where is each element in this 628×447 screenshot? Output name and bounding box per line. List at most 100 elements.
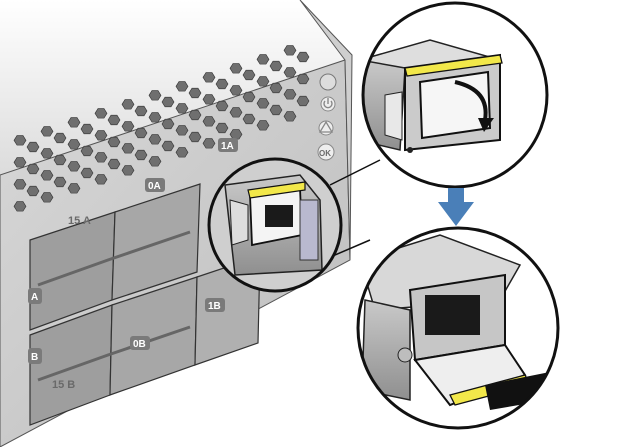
- vent-hole: [67, 183, 81, 194]
- vent-hole: [269, 60, 283, 72]
- vent-hole: [121, 121, 135, 132]
- vent-hole: [242, 91, 256, 103]
- row-label-a: A: [31, 292, 38, 303]
- vent-hole: [13, 179, 27, 190]
- vent-hole: [148, 112, 162, 123]
- vent-hole: [121, 143, 135, 154]
- vent-hole: [296, 51, 310, 63]
- vent-hole: [161, 118, 175, 130]
- chassis-side: [299, 0, 353, 261]
- vent-hole: [215, 100, 229, 112]
- status-icons: OK: [317, 73, 337, 161]
- vent-hole: [94, 130, 108, 141]
- vent-hole: [202, 116, 216, 127]
- vent-hole: [175, 147, 189, 158]
- vent-hole: [107, 136, 121, 148]
- vent-hole: [175, 125, 189, 136]
- vent-hole: [80, 145, 94, 157]
- vent-hole: [229, 129, 243, 140]
- vent-hole: [229, 107, 243, 118]
- vent-hole: [256, 98, 270, 109]
- ok-icon: OK: [317, 143, 335, 161]
- port-label-15a: 15 A: [68, 215, 91, 227]
- callout-circle-pull-out: [356, 226, 560, 430]
- vent-hole: [229, 63, 243, 74]
- vent-hole: [134, 149, 148, 161]
- vent-hole: [269, 82, 283, 94]
- vent-hole: [13, 157, 27, 168]
- port-cage-0a: [111, 183, 201, 301]
- vent-hole: [215, 78, 229, 90]
- port-label-15b: 15 B: [52, 379, 75, 391]
- vent-hole: [40, 192, 54, 203]
- vent-hole: [242, 69, 256, 81]
- vent-hole: [94, 174, 108, 185]
- vent-hole: [26, 163, 40, 175]
- vent-hole: [134, 105, 148, 117]
- vent-hole: [107, 114, 121, 126]
- vent-hole: [13, 201, 27, 212]
- chassis-labels: 1A 0A 15 A A B 1B 0B 15 B: [28, 138, 238, 391]
- vent-hole: [94, 108, 108, 119]
- vent-hole: [67, 139, 81, 150]
- port-label-1b: 1B: [208, 301, 221, 312]
- vent-hole: [40, 148, 54, 159]
- vent-hole: [202, 94, 216, 105]
- vent-hole: [256, 54, 270, 65]
- down-arrow-icon: [438, 188, 474, 226]
- vent-hole: [80, 123, 94, 135]
- vent-hole: [256, 76, 270, 87]
- vent-hole: [67, 161, 81, 172]
- vent-hole: [13, 135, 27, 146]
- vent-hole: [26, 141, 40, 153]
- callout-leader: [329, 159, 381, 186]
- vent-hole: [121, 99, 135, 110]
- port-cages: [29, 183, 261, 426]
- vent-hole: [175, 103, 189, 114]
- vent-hole: [40, 170, 54, 181]
- vent-hole: [148, 90, 162, 101]
- vent-hole: [242, 113, 256, 125]
- vent-hole: [53, 154, 67, 166]
- power-icon: [320, 96, 336, 112]
- vent-hole: [26, 185, 40, 197]
- vent-hole: [134, 127, 148, 139]
- vent-hole: [283, 67, 297, 78]
- vent-hole: [269, 104, 283, 116]
- vent-hole: [161, 96, 175, 108]
- vent-hole: [188, 109, 202, 121]
- vent-hole: [283, 111, 297, 122]
- vent-hole: [229, 85, 243, 96]
- vent-hole: [202, 138, 216, 149]
- vent-hole: [256, 120, 270, 131]
- port-label-0a: 0A: [148, 181, 161, 192]
- vent-hole: [296, 95, 310, 107]
- vent-hole: [148, 134, 162, 145]
- vent-pattern: [13, 45, 310, 212]
- vent-hole: [202, 72, 216, 83]
- vent-hole: [53, 176, 67, 188]
- vent-hole: [121, 165, 135, 176]
- vent-hole: [215, 122, 229, 134]
- vent-hole: [188, 87, 202, 99]
- vent-hole: [53, 132, 67, 144]
- vent-hole: [40, 126, 54, 137]
- vent-hole: [94, 152, 108, 163]
- rail: [37, 325, 191, 382]
- row-label-b: B: [31, 352, 38, 363]
- vent-hole: [188, 131, 202, 143]
- ok-label: OK: [319, 149, 331, 158]
- vent-hole: [296, 73, 310, 85]
- vent-hole: [67, 117, 81, 128]
- callout-circle-latch-open: [361, 1, 549, 189]
- port-label-0b: 0B: [133, 339, 146, 350]
- inset-circle-installed: [207, 157, 343, 293]
- vent-hole: [283, 45, 297, 56]
- warning-icon: [318, 120, 334, 136]
- vent-hole: [80, 167, 94, 179]
- vent-hole: [283, 89, 297, 100]
- vent-hole: [148, 156, 162, 167]
- vent-hole: [107, 158, 121, 170]
- port-label-1a: 1A: [221, 141, 234, 152]
